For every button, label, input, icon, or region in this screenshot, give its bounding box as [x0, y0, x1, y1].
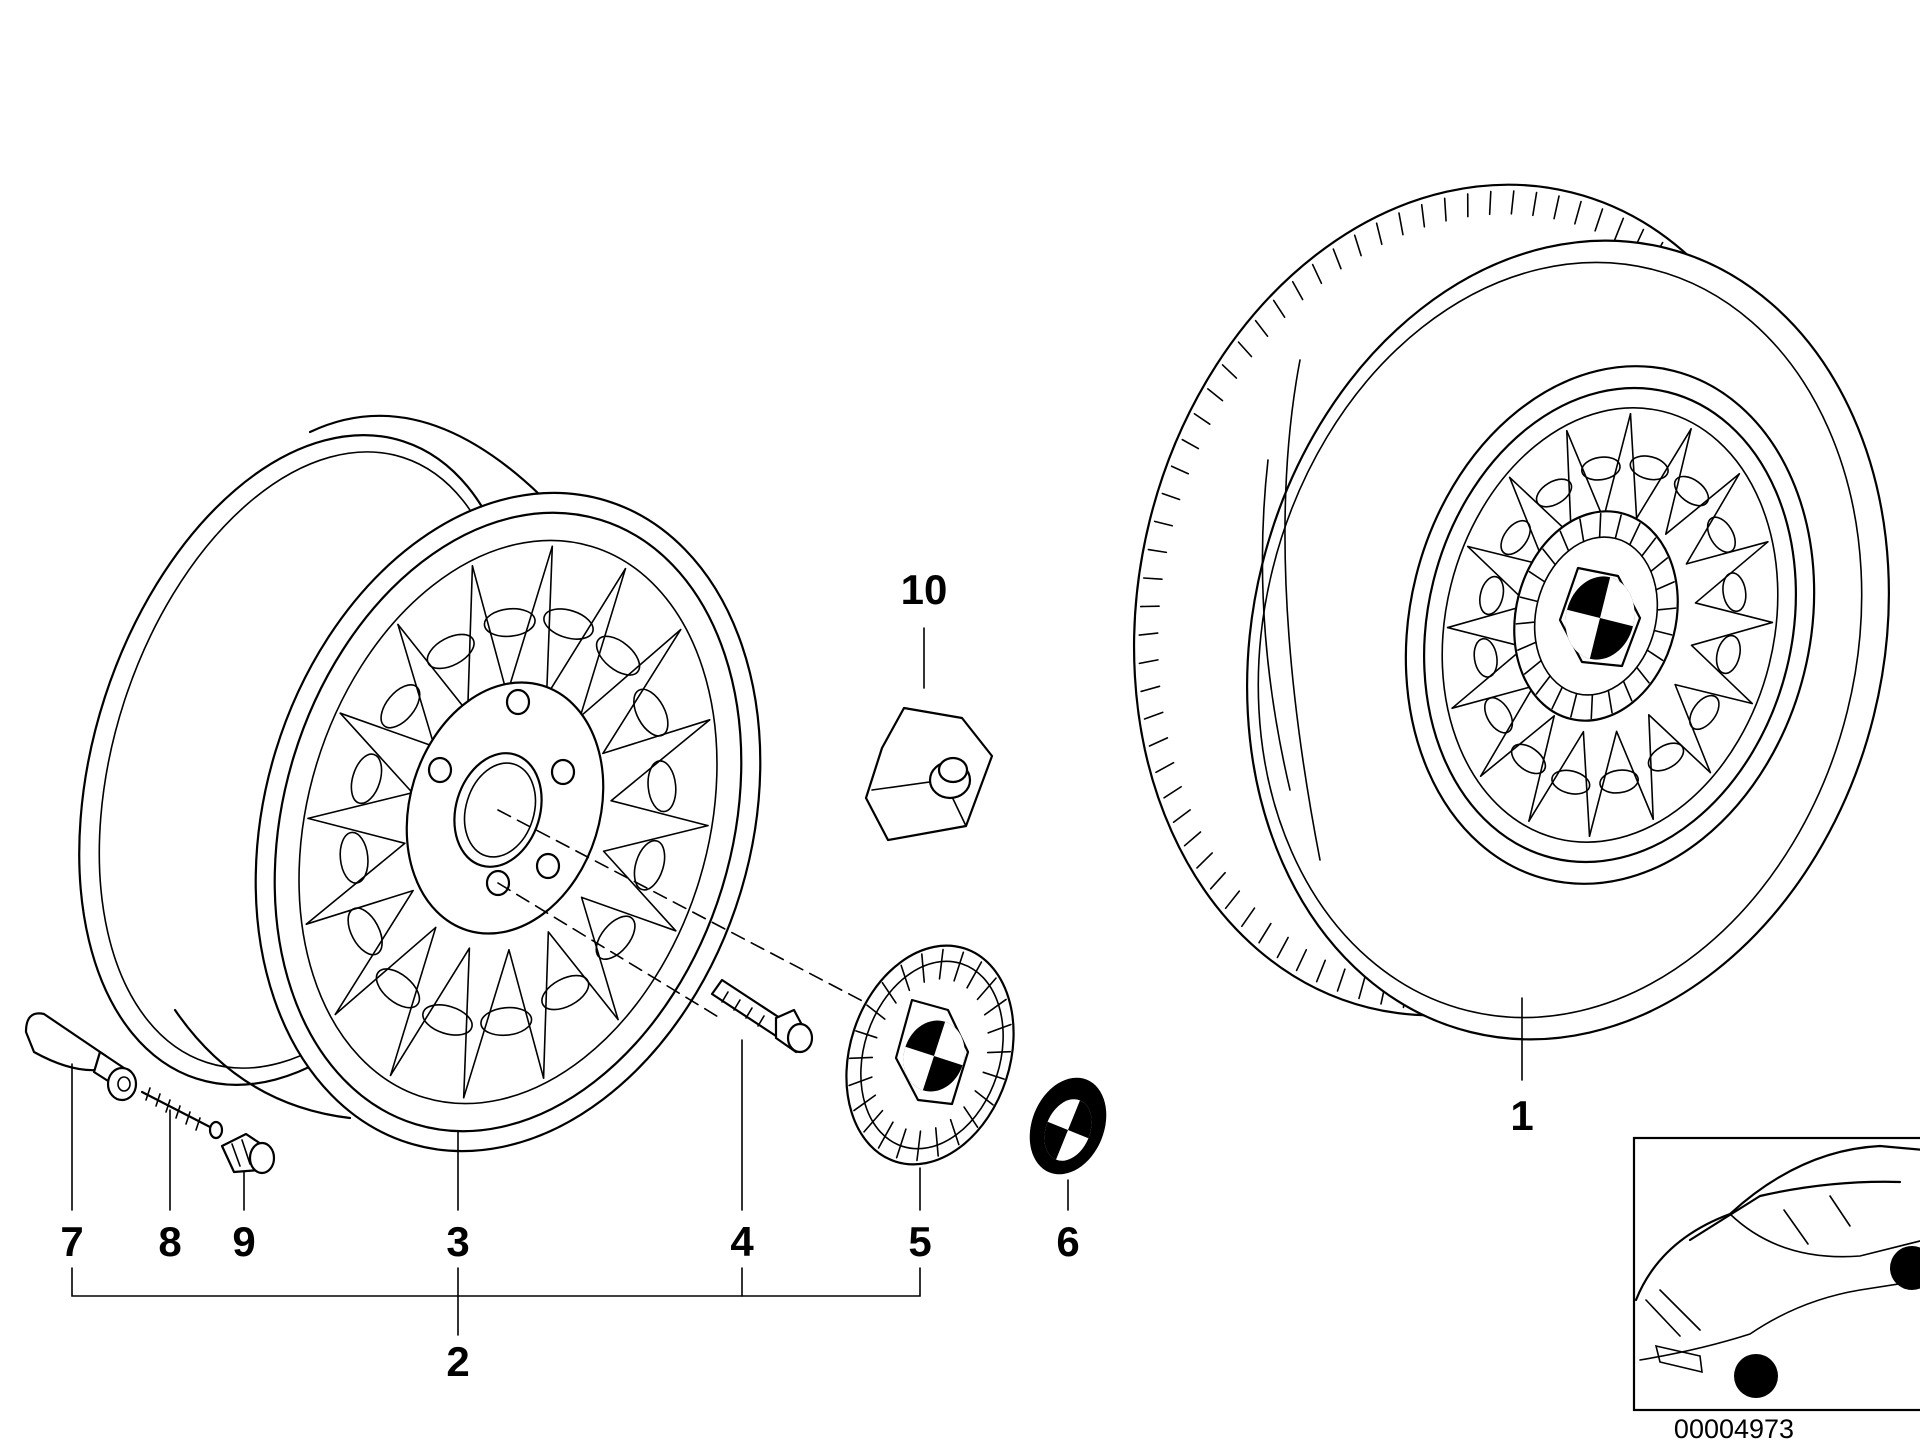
- cross-spoke-alloy-rim-icon: [78, 414, 871, 1153]
- callout-2: 2: [446, 1338, 469, 1385]
- valve-cap-icon: [220, 1132, 276, 1175]
- car-outline-icon: [1634, 1144, 1920, 1398]
- valve-stem-icon: [24, 1012, 138, 1102]
- callout-6: 6: [1056, 1218, 1079, 1265]
- hub-cap-icon: [845, 944, 1015, 1166]
- callout-9: 9: [232, 1218, 255, 1265]
- wheel-assembly-group-bracket: [71, 1267, 921, 1336]
- rear-wheel-highlight-icon: [1890, 1246, 1920, 1290]
- front-wheel-highlight-icon: [1734, 1354, 1778, 1398]
- wheel-bolt-icon: [710, 978, 814, 1054]
- reference-number: 00004973: [1674, 1414, 1794, 1440]
- callout-10: 10: [901, 566, 948, 613]
- callout-3: 3: [446, 1218, 469, 1265]
- callout-1: 1: [1510, 1092, 1533, 1139]
- hex-nut-adapter-icon: [864, 706, 994, 842]
- callout-8: 8: [158, 1218, 181, 1265]
- leader-lines: [71, 627, 1523, 1211]
- callout-labels: 1 2 3 4 5 6 7 8 9 10: [60, 566, 1533, 1385]
- callout-7: 7: [60, 1218, 83, 1265]
- callout-4: 4: [730, 1218, 754, 1265]
- complete-wheel-with-tyre-icon: [1132, 183, 1890, 1041]
- valve-insert-icon: [140, 1087, 224, 1140]
- vehicle-location-inset: [1632, 1136, 1920, 1412]
- callout-5: 5: [908, 1218, 931, 1265]
- roundel-emblem-icon: [1029, 1077, 1107, 1175]
